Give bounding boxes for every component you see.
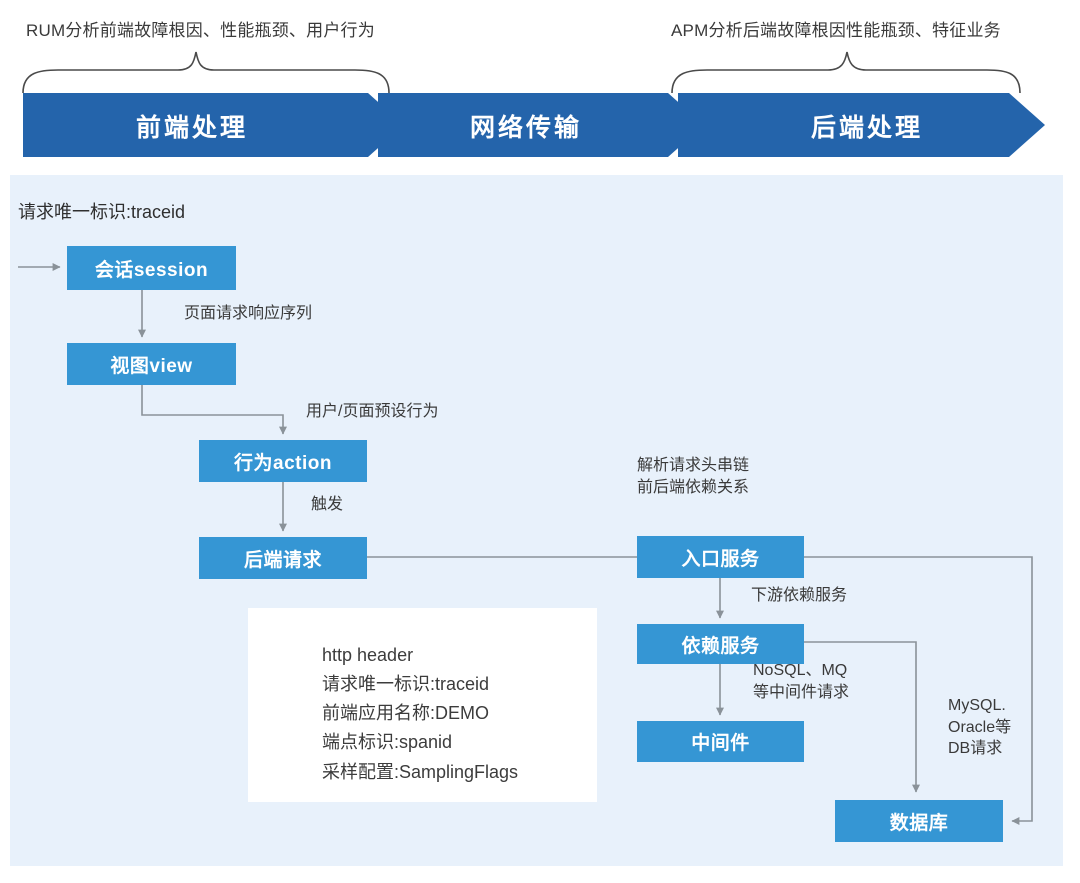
- brace-apm-path: [671, 51, 1021, 94]
- stage-banner: [23, 93, 1045, 157]
- banner-stage-frontend-label: 前端处理: [136, 114, 249, 142]
- edge-view-action: [141, 385, 287, 435]
- flow-panel: 请求唯一标识:traceid 会话session 视图view 行为action…: [10, 175, 1063, 866]
- node-backend-request[interactable]: 后端请求: [199, 537, 367, 579]
- brace-label-apm: APM分析后端故障根因性能瓶颈、特征业务: [671, 21, 1001, 40]
- node-entry-service[interactable]: 入口服务: [637, 536, 804, 578]
- banner-stage-backend-shape[interactable]: [678, 93, 1045, 157]
- banner-stage-network-label: 网络传输: [470, 114, 583, 142]
- panel-title: 请求唯一标识:traceid: [18, 202, 186, 222]
- http-header-card: http header 请求唯一标识:traceid 前端应用名称:DEMO 端…: [248, 608, 597, 802]
- edge-label-entry-to-dependency: 下游依赖服务: [751, 587, 848, 604]
- http-header-line-spanid: 端点标识:spanid: [322, 732, 453, 753]
- edge-label-entry-to-database: MySQL. Oracle等 DB请求: [948, 697, 1012, 758]
- http-header-line-traceid: 请求唯一标识:traceid: [322, 674, 490, 695]
- node-action[interactable]: 行为action: [199, 440, 367, 482]
- banner-stage-backend-label: 后端处理: [811, 114, 924, 142]
- node-database[interactable]: 数据库: [835, 800, 1003, 842]
- http-header-card-lines: http header 请求唯一标识:traceid 前端应用名称:DEMO 端…: [322, 641, 518, 787]
- banner-stage-frontend-shape[interactable]: [23, 93, 404, 157]
- edge-label-view-to-action: 用户/页面预设行为: [306, 403, 439, 420]
- edge-label-backendreq-to-entry: 解析请求头串链 前后端依赖关系: [637, 457, 750, 496]
- http-header-line-sampling: 采样配置:SamplingFlags: [322, 761, 519, 782]
- http-header-line-title: http header: [322, 645, 414, 665]
- http-header-line-appname: 前端应用名称:DEMO: [322, 703, 490, 724]
- banner-stage-network-shape[interactable]: [378, 93, 704, 157]
- edge-label-dependency-to-database: NoSQL、MQ 等中间件请求: [753, 662, 850, 701]
- brace-label-rum: RUM分析前端故障根因、性能瓶颈、用户行为: [26, 21, 375, 40]
- edge-label-session-to-view: 页面请求响应序列: [184, 305, 313, 322]
- node-middleware[interactable]: 中间件: [637, 721, 804, 762]
- edge-label-action-to-backendreq: 触发: [311, 496, 344, 513]
- node-view[interactable]: 视图view: [67, 343, 236, 385]
- node-session[interactable]: 会话session: [67, 246, 236, 290]
- brace-group: [22, 51, 1021, 94]
- node-dependency-service[interactable]: 依赖服务: [637, 624, 804, 664]
- brace-rum-path: [22, 51, 390, 94]
